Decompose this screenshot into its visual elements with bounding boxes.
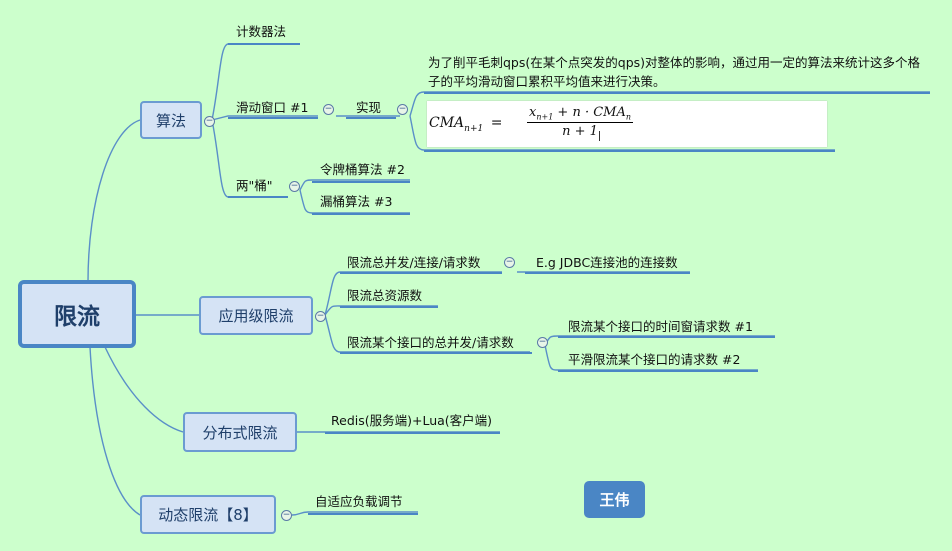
leaf-total-resources[interactable]: 限流总资源数 xyxy=(347,288,423,303)
note-sliding-window: 为了削平毛刺qps(在某个点突发的qps)对整体的影响，通过用一定的算法来统计这… xyxy=(428,55,921,89)
leaf-api-smooth[interactable]: 平滑限流某个接口的请求数 #2 xyxy=(568,352,741,367)
leaf-leaky-bucket[interactable]: 漏桶算法 #3 xyxy=(320,194,393,209)
formula-fraction: xn+1 + n · CMAn n + 1 xyxy=(527,105,634,139)
author-badge[interactable]: 王伟 xyxy=(584,481,645,518)
collapse-icon[interactable]: − xyxy=(281,510,292,521)
formula-image: CMAn+1 = xn+1 + n · CMAn n + 1 xyxy=(427,101,827,147)
text-cursor xyxy=(599,131,600,141)
branch-algorithm[interactable]: 算法 xyxy=(140,101,202,139)
leaf-sliding-window[interactable]: 滑动窗口 #1 xyxy=(236,100,309,115)
collapse-icon[interactable]: − xyxy=(537,337,548,348)
collapse-icon[interactable]: − xyxy=(504,257,515,268)
formula-lhs: CMAn+1 = xyxy=(429,115,503,134)
leaf-counter[interactable]: 计数器法 xyxy=(236,24,287,39)
collapse-icon[interactable]: − xyxy=(323,104,334,115)
root-node[interactable]: 限流 xyxy=(18,280,136,348)
collapse-icon[interactable]: − xyxy=(397,104,408,115)
leaf-jdbc-example[interactable]: E.g JDBC连接池的连接数 xyxy=(536,255,678,270)
leaf-adaptive[interactable]: 自适应负载调节 xyxy=(315,494,403,509)
leaf-total-concurrency[interactable]: 限流总并发/连接/请求数 xyxy=(347,255,481,270)
collapse-icon[interactable]: − xyxy=(315,311,326,322)
leaf-token-bucket[interactable]: 令牌桶算法 #2 xyxy=(320,162,405,177)
leaf-api-concurrency[interactable]: 限流某个接口的总并发/请求数 xyxy=(347,335,514,350)
branch-dynamic[interactable]: 动态限流【8】 xyxy=(140,495,276,534)
leaf-redis-lua[interactable]: Redis(服务端)+Lua(客户端) xyxy=(331,413,493,428)
leaf-two-buckets[interactable]: 两"桶" xyxy=(236,178,273,193)
leaf-impl[interactable]: 实现 xyxy=(356,100,382,115)
collapse-icon[interactable]: − xyxy=(289,181,300,192)
branch-distributed[interactable]: 分布式限流 xyxy=(183,412,297,452)
leaf-api-window[interactable]: 限流某个接口的时间窗请求数 #1 xyxy=(568,319,753,334)
collapse-icon[interactable]: − xyxy=(204,116,215,127)
branch-app-level[interactable]: 应用级限流 xyxy=(199,296,313,335)
